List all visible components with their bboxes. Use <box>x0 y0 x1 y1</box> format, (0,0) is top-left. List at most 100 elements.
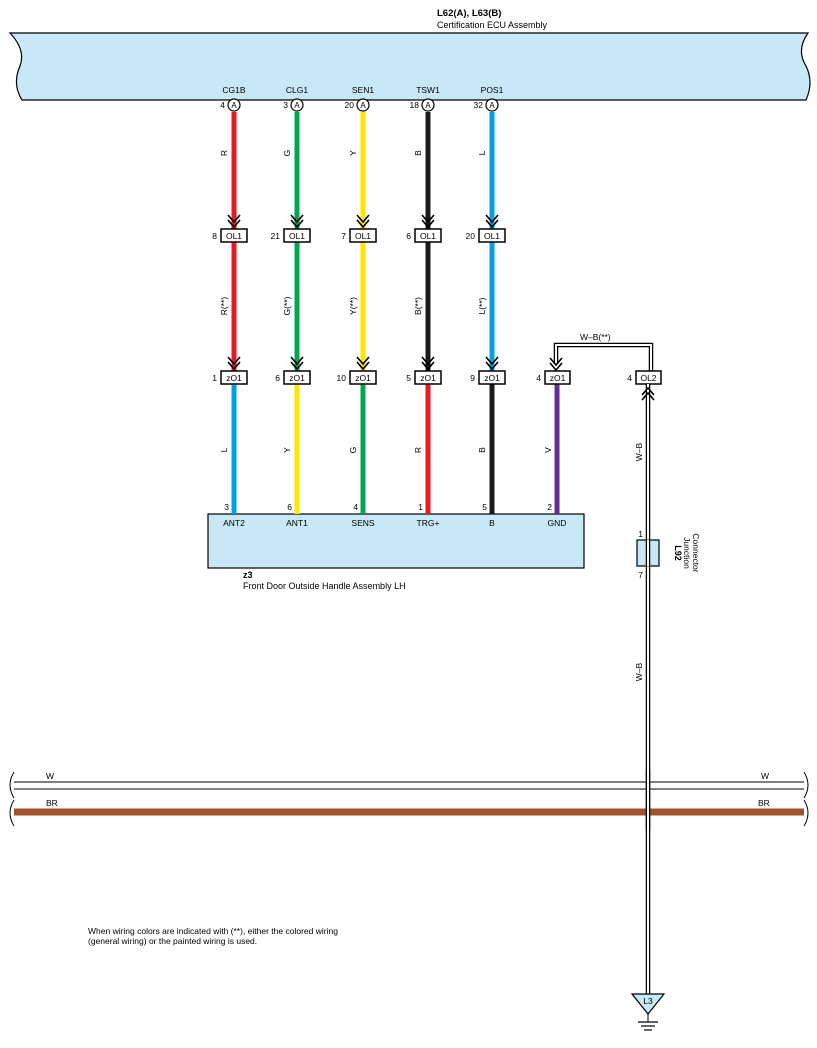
connector-ol1 <box>283 228 311 243</box>
handle-terminal: ANT2 <box>223 518 245 528</box>
zo1-pin: 5 <box>406 373 411 383</box>
wiring-note: When wiring colors are indicated with (*… <box>88 926 408 946</box>
wire-top-label: G <box>282 150 292 157</box>
zo1-label: zO1 <box>550 373 566 383</box>
bus-w-label-right: W <box>761 771 769 781</box>
note-line-1: When wiring colors are indicated with (*… <box>88 926 338 936</box>
junction-pin-top: 1 <box>638 529 643 539</box>
wire-v-label: V <box>543 447 553 453</box>
connector-ol1 <box>414 228 442 243</box>
connector-ol1 <box>478 228 506 243</box>
wire-w-b-link <box>553 342 654 373</box>
note-line-2: (general wiring) or the painted wiring i… <box>88 936 258 946</box>
ecu-connector-letter: A <box>231 101 237 110</box>
zo1-pin: 6 <box>275 373 280 383</box>
arrow-down-icon <box>356 214 370 229</box>
ecu-connector-letter: A <box>425 101 431 110</box>
ol1-pin: 21 <box>271 231 281 241</box>
link-wire-label: W–B(**) <box>580 332 611 342</box>
wire-bottom-label: L <box>219 447 229 452</box>
ecu-name: Certification ECU Assembly <box>437 20 548 30</box>
buses: W W BR BR <box>9 770 809 830</box>
handle-terminal-gnd: GND <box>548 518 567 528</box>
handle-pin: 1 <box>418 502 423 512</box>
connector-zo1 <box>414 370 442 385</box>
handle-terminal: TRG+ <box>417 518 440 528</box>
zo1-label: zO1 <box>484 373 500 383</box>
zo1-pin: 9 <box>470 373 475 383</box>
bus-w: W W <box>9 771 809 799</box>
arrow-down-icon <box>290 214 304 229</box>
arrow-up-icon <box>641 386 655 401</box>
ecu-pin: 32 <box>474 100 484 110</box>
ol1-label: OL1 <box>289 231 305 241</box>
zo1-pin: 10 <box>337 373 347 383</box>
ecu-connector-letter: A <box>360 101 366 110</box>
arrow-down-icon <box>485 214 499 229</box>
wire-mid-label: B(**) <box>413 297 423 315</box>
wire-top-label: L <box>477 150 487 155</box>
ecu-pin: 20 <box>345 100 355 110</box>
ecu-pin-marker <box>290 98 304 112</box>
ecu-terminal: TSW1 <box>416 85 440 95</box>
junction-id: L92 <box>673 545 683 561</box>
ol1-pin: 20 <box>466 231 476 241</box>
wire-top-label: Y <box>348 150 358 156</box>
ecu-pin-marker <box>227 98 241 112</box>
ol1-label: OL1 <box>355 231 371 241</box>
connector-zo1 <box>220 370 248 385</box>
ecu-pin-marker <box>485 98 499 112</box>
ecu-pin-marker <box>421 98 435 112</box>
handle-pin: 5 <box>482 502 487 512</box>
wire-top-label: R <box>219 150 229 156</box>
junction-name-line2: Connector <box>691 533 701 572</box>
connector-zo1 <box>544 370 571 385</box>
ecu-connector-letter: A <box>294 101 300 110</box>
connector-zo1 <box>349 370 377 385</box>
ecu-terminal: CG1B <box>222 85 245 95</box>
zo1-label: zO1 <box>226 373 242 383</box>
wire-bottom-label: Y <box>282 447 292 453</box>
wire-mid-label: L(**) <box>477 297 487 314</box>
arrow-down-icon <box>227 356 241 371</box>
bus-w-label-left: W <box>46 771 54 781</box>
wire-mid-label: G(**) <box>282 296 292 315</box>
wire-mid-label: Y(**) <box>348 297 358 315</box>
wire-w-b-upper-label: W–B <box>634 442 644 461</box>
zo1-pin: 1 <box>212 373 217 383</box>
ground-symbol: L3 <box>630 993 666 1031</box>
ecu-pin: 3 <box>283 100 288 110</box>
arrow-down-icon <box>485 356 499 371</box>
ecu-terminal: SEN1 <box>352 85 374 95</box>
wire-w-b-lower-label: W–B <box>634 662 644 681</box>
arrow-down-icon <box>421 356 435 371</box>
ol1-label: OL1 <box>484 231 500 241</box>
junction-pin-bottom: 7 <box>638 570 643 580</box>
ecu-terminal: CLG1 <box>286 85 308 95</box>
circuit-columns: CG1BA4RR(**)LOL18zO113ANT2CLG1A3GG(**)YO… <box>212 85 506 528</box>
handle-name: Front Door Outside Handle Assembly LH <box>243 581 406 591</box>
connector-ol1 <box>349 228 377 243</box>
ground-label: L3 <box>643 996 653 1006</box>
ol1-label: OL1 <box>420 231 436 241</box>
ol2-label: OL2 <box>640 373 656 383</box>
junction-name-line1: Junction <box>682 537 692 569</box>
handle-terminal: SENS <box>351 518 374 528</box>
handle-pin-gnd: 2 <box>547 502 552 512</box>
handle-id: z3 <box>243 570 253 580</box>
ecu-id: L62(A), L63(B) <box>437 8 501 19</box>
bus-br: BR BR <box>9 798 809 827</box>
wire-bottom-label: B <box>477 447 487 453</box>
arrow-down-icon <box>356 356 370 371</box>
connector-ol1 <box>220 228 248 243</box>
wire-bottom-label: R <box>413 447 423 453</box>
ol2-pin: 4 <box>627 373 632 383</box>
handle-pin: 3 <box>224 502 229 512</box>
gnd-circuit: W–B(**) zO1 4 V 2 GND OL2 4 W–B W–B <box>536 332 662 994</box>
wire-top-label: B <box>413 150 423 156</box>
ecu-pin-marker <box>356 98 370 112</box>
arrow-down-icon <box>290 356 304 371</box>
handle-terminal: ANT1 <box>286 518 308 528</box>
junction-connector: 1 7 L92 Junction Connector <box>636 529 701 580</box>
